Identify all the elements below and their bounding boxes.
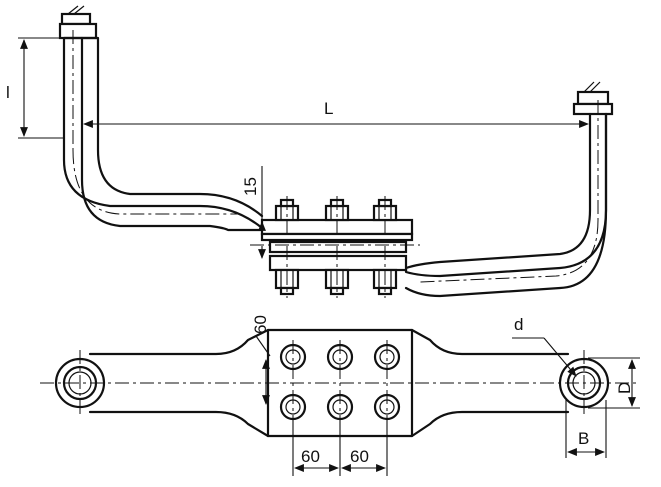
label-d: d bbox=[514, 315, 523, 334]
bolts-side bbox=[250, 196, 420, 298]
label-pitch-h2: 60 bbox=[350, 447, 369, 466]
dimension-d: d bbox=[512, 315, 577, 377]
dimension-L: L bbox=[83, 99, 589, 128]
plan-view: 60 60 60 d D B bbox=[40, 315, 640, 476]
label-l: l bbox=[6, 83, 10, 102]
left-terminal bbox=[58, 5, 98, 40]
side-view: l L 15 bbox=[6, 5, 614, 298]
right-bus-strap bbox=[404, 112, 608, 278]
dimension-gap: 15 bbox=[241, 166, 266, 259]
right-terminal bbox=[572, 81, 614, 116]
label-pitch-vertical: 60 bbox=[251, 315, 270, 334]
label-gap: 15 bbox=[241, 177, 260, 196]
label-B: B bbox=[578, 429, 589, 448]
dimension-pitch-vertical: 60 bbox=[251, 315, 271, 405]
bolts-plan bbox=[279, 340, 401, 425]
label-pitch-h1: 60 bbox=[301, 447, 320, 466]
label-D: D bbox=[615, 382, 634, 394]
right-eye bbox=[558, 350, 610, 416]
dimension-pitch-horizontal: 60 60 bbox=[292, 420, 388, 476]
left-bus-strap bbox=[62, 36, 264, 232]
dimension-D: D bbox=[588, 357, 640, 409]
left-eye bbox=[54, 350, 106, 416]
label-L: L bbox=[324, 99, 333, 118]
dimension-l: l bbox=[6, 37, 64, 139]
dimension-B: B bbox=[565, 400, 607, 458]
